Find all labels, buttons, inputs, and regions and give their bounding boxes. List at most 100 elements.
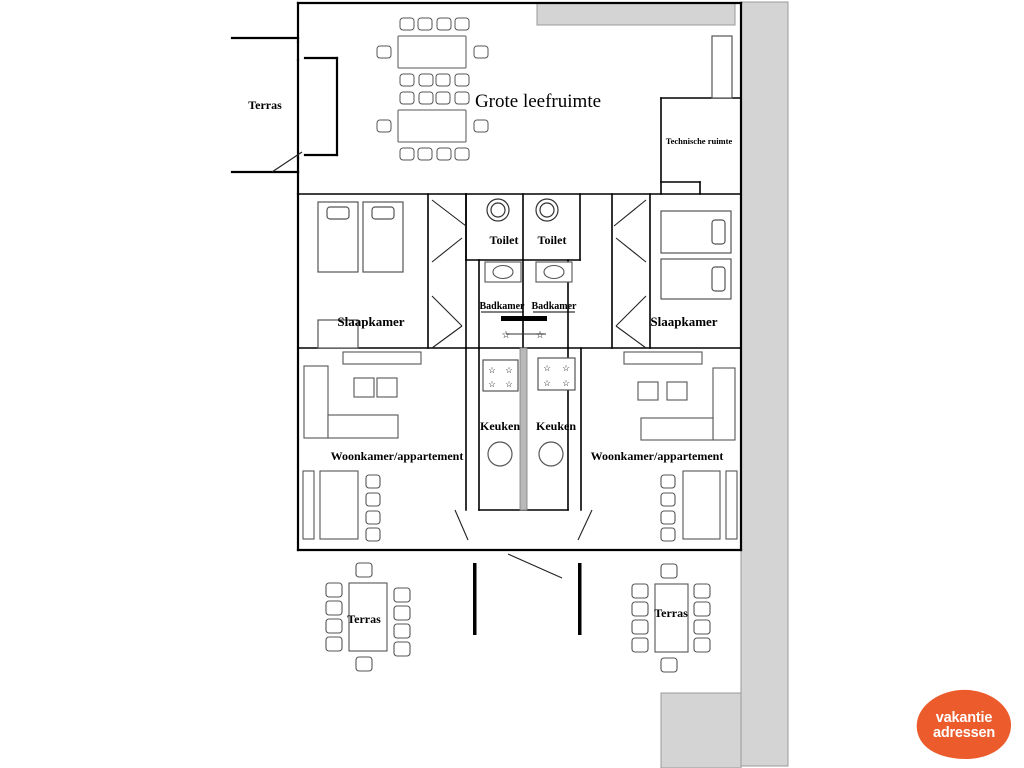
terrace-table-right bbox=[654, 583, 689, 653]
railing-left bbox=[473, 563, 477, 635]
label-badkamer-right: Badkamer bbox=[532, 301, 578, 312]
dining-chair bbox=[376, 119, 392, 133]
dining-table-1 bbox=[397, 35, 467, 69]
door-corridor-right bbox=[577, 509, 593, 541]
burner-icon: ☆ bbox=[562, 363, 570, 373]
toilet-fixtures bbox=[486, 198, 559, 222]
kitchen-sink-left bbox=[487, 441, 513, 467]
terrace-chair bbox=[631, 601, 649, 617]
terrace-chair bbox=[693, 619, 711, 635]
label-woonkamer-right: Woonkamer/appartement bbox=[591, 449, 724, 463]
terrace-railings bbox=[473, 563, 582, 635]
label-keuken-left: Keuken bbox=[480, 419, 520, 433]
vakantieadressen-logo[interactable]: vakantie adressen bbox=[916, 688, 1012, 760]
great-room-furniture bbox=[376, 17, 489, 161]
terrace-chair bbox=[660, 563, 678, 579]
dining-chair bbox=[417, 147, 433, 161]
dining-chair bbox=[435, 73, 451, 87]
label-woonkamer-left: Woonkamer/appartement bbox=[331, 449, 464, 463]
cabinet-right bbox=[725, 470, 738, 540]
bathroom-shower-elements: ☆ ☆ bbox=[501, 316, 547, 341]
sofa-left-arm bbox=[303, 365, 329, 439]
terrace-south-left-furniture bbox=[325, 562, 411, 672]
chair bbox=[660, 474, 676, 489]
pillow bbox=[711, 219, 726, 245]
terrace-chair bbox=[693, 637, 711, 653]
dining-chair bbox=[454, 73, 470, 87]
kitchen-sink-right bbox=[538, 441, 564, 467]
living-right-furniture bbox=[623, 351, 738, 542]
door-bedroom-left-a bbox=[431, 199, 467, 227]
chair bbox=[365, 527, 381, 542]
terrace-chair bbox=[393, 641, 411, 657]
terrace-chair bbox=[393, 605, 411, 621]
railing-right bbox=[578, 563, 582, 635]
coffee-table-left-b bbox=[376, 377, 398, 398]
dining-chair bbox=[454, 147, 470, 161]
door-terrace-south-center bbox=[507, 553, 563, 579]
logo-blob-icon bbox=[916, 689, 1011, 759]
shower-bar bbox=[501, 316, 547, 321]
shaded-strip-right bbox=[740, 1, 789, 767]
room-labels: Grote leefruimte Terras Technische ruimt… bbox=[248, 91, 732, 626]
shaded-band-top bbox=[536, 2, 736, 26]
door-toilet-left bbox=[431, 237, 463, 263]
dining-table-2 bbox=[397, 109, 467, 143]
exterior-walls bbox=[230, 1, 743, 552]
terrace-south-right-furniture bbox=[631, 563, 711, 673]
terrace-chair bbox=[355, 656, 373, 672]
dining-chair bbox=[376, 45, 392, 59]
kitchen-left-burners: ☆ ☆ ☆ ☆ bbox=[488, 365, 513, 389]
chair bbox=[365, 510, 381, 525]
door-bedroom-right-a bbox=[613, 199, 647, 227]
dining-chair bbox=[435, 91, 451, 105]
chair bbox=[660, 527, 676, 542]
dining-chair bbox=[399, 73, 415, 87]
terrace-chair bbox=[693, 601, 711, 617]
kitchen-left-furniture bbox=[482, 359, 519, 467]
dining-chair bbox=[436, 147, 452, 161]
toilet-bowl-inner-right bbox=[539, 202, 555, 218]
chair bbox=[660, 510, 676, 525]
door-terrace-west bbox=[271, 151, 303, 173]
hob-right bbox=[537, 357, 576, 391]
pillow bbox=[711, 266, 726, 292]
terrace-chair bbox=[393, 623, 411, 639]
interior-walls bbox=[297, 97, 742, 511]
star-icon: ☆ bbox=[536, 330, 545, 341]
dining-chair bbox=[418, 91, 434, 105]
dining-chair bbox=[454, 91, 470, 105]
cabinet-left bbox=[302, 470, 315, 540]
door-toilet-right bbox=[615, 237, 647, 263]
label-grote-leefruimte: Grote leefruimte bbox=[475, 91, 601, 112]
dining-chair bbox=[454, 17, 470, 31]
burner-icon: ☆ bbox=[488, 365, 496, 375]
label-badkamer-left: Badkamer bbox=[480, 301, 526, 312]
dining-chair bbox=[417, 17, 433, 31]
burner-icon: ☆ bbox=[505, 365, 513, 375]
wall-kitchen-divider bbox=[519, 347, 528, 511]
sideboard-left bbox=[342, 351, 422, 365]
burner-icon: ☆ bbox=[543, 363, 551, 373]
terrace-chair bbox=[325, 600, 343, 616]
technical-cabinet bbox=[711, 35, 733, 99]
door-bath-left bbox=[431, 295, 463, 327]
terrace-chair bbox=[325, 636, 343, 652]
dining-chair bbox=[436, 17, 452, 31]
terrace-chair bbox=[693, 583, 711, 599]
label-keuken-right: Keuken bbox=[536, 419, 576, 433]
bedroom-left-nightstand bbox=[317, 319, 359, 349]
bedroom-left-furniture bbox=[317, 201, 404, 349]
door-swings bbox=[271, 151, 647, 579]
table-right bbox=[682, 470, 721, 540]
sofa-left-seat bbox=[327, 414, 399, 439]
coffee-table-right-a bbox=[637, 381, 659, 401]
dining-chair bbox=[473, 45, 489, 59]
kitchen-right-furniture bbox=[537, 357, 576, 467]
door-kitchen-left bbox=[431, 325, 463, 349]
terrace-chair bbox=[631, 583, 649, 599]
label-terras-south-right: Terras bbox=[654, 606, 688, 620]
hob-left bbox=[482, 359, 519, 392]
